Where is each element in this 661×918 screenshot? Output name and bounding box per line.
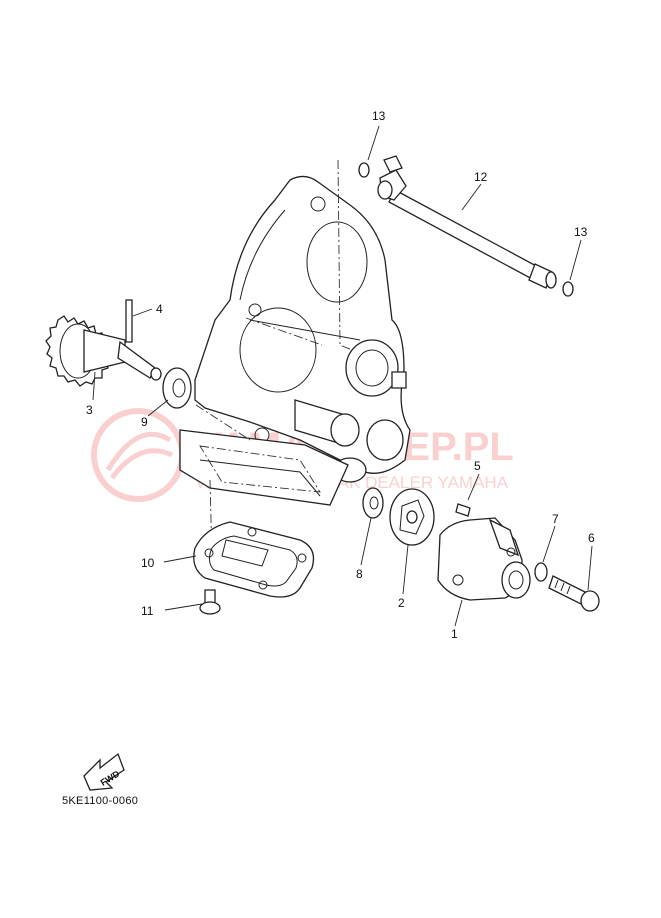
- callouts: 1 2 3 4 5 6 7 8 9 10 11 12 13 13: [86, 109, 595, 641]
- diagram-code: 5KE1100-0060: [62, 795, 138, 807]
- o-ring-lower: [562, 281, 574, 297]
- crankcase-housing: [179, 159, 411, 561]
- callout-6: 6: [588, 531, 595, 545]
- callout-7: 7: [552, 512, 559, 526]
- callout-1: 1: [451, 627, 458, 641]
- callout-11: 11: [141, 604, 154, 618]
- callout-8: 8: [356, 567, 363, 581]
- thrust-washer-left: [162, 367, 192, 409]
- callout-5: 5: [474, 459, 481, 473]
- fwd-arrow-icon: FWD: [83, 752, 125, 791]
- callout-13-upper: 13: [372, 109, 386, 123]
- callout-3: 3: [86, 403, 93, 417]
- callout-9: 9: [141, 415, 148, 429]
- callout-2: 2: [398, 596, 405, 610]
- oil-pump-drive-gear: [45, 315, 162, 387]
- callout-4: 4: [156, 302, 163, 316]
- oil-delivery-pipe: [377, 155, 557, 289]
- dowel-pin: [125, 299, 133, 343]
- pump-bolt: [548, 575, 600, 612]
- leader-lines: [92, 125, 593, 627]
- oil-pump-rotor: [389, 488, 435, 546]
- gasket-screw: [199, 589, 221, 615]
- rotor-pin: [455, 503, 471, 517]
- oil-pump-housing: [437, 517, 531, 601]
- bolt-washer: [534, 562, 548, 582]
- callout-12: 12: [474, 170, 488, 184]
- callout-10: 10: [141, 556, 155, 570]
- o-ring-upper: [358, 162, 370, 178]
- callout-13-lower: 13: [574, 225, 588, 239]
- thrust-washer-right: [362, 487, 384, 519]
- strainer-gasket: [193, 521, 315, 598]
